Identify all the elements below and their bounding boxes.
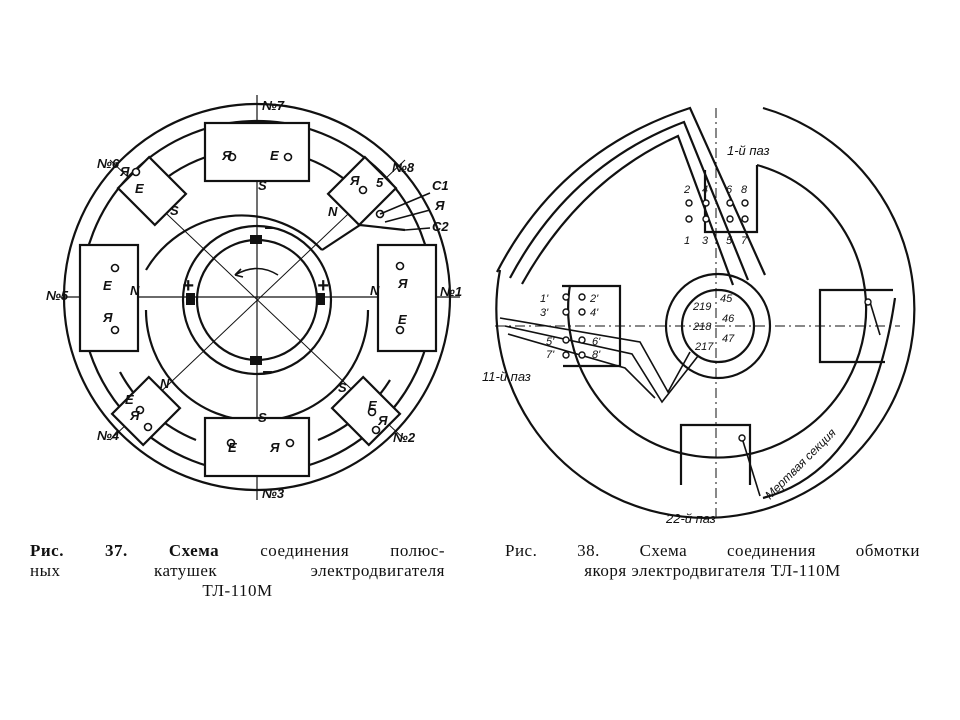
- pole-letter: S: [258, 410, 267, 425]
- armature-outer-arc: [495, 106, 916, 519]
- pole-letter: S: [258, 178, 267, 193]
- slot-11-label: 11-й паз: [482, 369, 531, 384]
- brush-bottom: [250, 356, 262, 365]
- fig37-caption-bold-word: Схема: [168, 541, 220, 560]
- coil-label: Я: [221, 148, 232, 163]
- coil-label: E: [135, 181, 144, 196]
- pole-number-3: №3: [262, 486, 285, 501]
- slot-number: 1: [684, 235, 690, 247]
- coil-7: [203, 121, 311, 183]
- slot-number: 8: [741, 184, 748, 196]
- plus-sign: +: [182, 275, 194, 297]
- coil-4: [110, 375, 182, 447]
- coil-label: Я: [397, 276, 408, 291]
- coil-3: [203, 416, 311, 478]
- coil-label: Я: [102, 310, 113, 325]
- fig37-caption-line1-text: соединения полюс-: [260, 541, 446, 560]
- coil-label: E: [125, 392, 134, 407]
- fig37-caption-line3: ТЛ-110М: [202, 581, 273, 600]
- fig37-caption-line1: Рис. 37. Схема соединения полюс-: [30, 541, 445, 561]
- pole-letter: S: [170, 203, 179, 218]
- fig38-diagram: [495, 106, 916, 520]
- fig37-caption-label: Рис. 37.: [30, 541, 128, 560]
- fig37-caption-line2: ных катушек электродвигателя: [30, 561, 445, 580]
- pole-number-6: №6: [97, 156, 120, 171]
- fig38-caption-line1: Рис. 38. Схема соединения обмотки: [505, 541, 920, 560]
- brush-left: [186, 293, 195, 305]
- coil-label: E: [398, 312, 407, 327]
- pole-number-2: №2: [393, 430, 416, 445]
- slot-22-notch: [679, 423, 752, 485]
- slot-number: 5': [546, 336, 555, 348]
- slot-number: 1': [540, 293, 549, 305]
- commutator-segment-number: 217: [694, 341, 714, 353]
- slot-number: 2': [589, 293, 599, 305]
- slot-number: 7': [546, 349, 555, 361]
- slot-number: 7: [741, 235, 748, 247]
- slot-number: 6: [726, 184, 733, 196]
- coil-label: Я: [377, 413, 388, 428]
- pole-number-4: №4: [97, 428, 120, 443]
- fig38-caption-line2: якоря электродвигателя ТЛ-110М: [584, 561, 841, 580]
- pole-letter: N: [130, 283, 140, 298]
- coil-label: Я: [129, 408, 140, 423]
- coil-label: E: [270, 148, 279, 163]
- minus-sign: −: [264, 218, 275, 238]
- slot-number: 4': [590, 307, 599, 319]
- fig38-labels: 1-й паз 11-й паз 22-й паз Мертвая секция…: [482, 143, 839, 526]
- terminal-ya: Я: [434, 198, 445, 213]
- brush-ring-upper: [145, 214, 323, 271]
- fig38-caption: Рис. 38. Схема соединения обмотки якоря …: [505, 541, 920, 581]
- fig37-caption: Рис. 37. Схема соединения полюс- ных кат…: [30, 541, 445, 601]
- slot-number: 6': [592, 336, 601, 348]
- pole-number-7: №7: [262, 98, 285, 113]
- dead-section-label: Мертвая секция: [762, 425, 839, 502]
- coil-label: 5: [376, 175, 384, 190]
- coil-label: E: [103, 278, 112, 293]
- commutator-segment-number: 47: [722, 333, 735, 345]
- coil-label: E: [228, 440, 237, 455]
- terminal-c1: C1: [432, 178, 449, 193]
- pole-number-8: №8: [392, 160, 415, 175]
- pole-letter: N: [160, 376, 170, 391]
- coil-label: Я: [269, 440, 280, 455]
- commutator-segment-number: 218: [692, 321, 712, 333]
- slot-number: 8': [592, 349, 601, 361]
- fig37-labels: №7 №8 №6 №5 №1 №4 №2 №3 C1 Я C2 Я E S E …: [46, 98, 462, 501]
- pole-letter: N: [370, 283, 380, 298]
- coil-5: [78, 243, 140, 353]
- fig37-diagram: [60, 95, 460, 500]
- coil-label: Я: [119, 164, 130, 179]
- coil-label: E: [368, 398, 377, 413]
- coil-2: [330, 375, 402, 447]
- slot-number: 3': [540, 307, 549, 319]
- commutator-segment-number: 45: [720, 293, 733, 305]
- brush-right: [316, 293, 325, 305]
- slot-number: 4: [702, 184, 708, 196]
- minus-sign: −: [262, 362, 273, 382]
- terminal-c2: C2: [432, 219, 449, 234]
- slot-number: 3: [702, 235, 709, 247]
- slot-1-label: 1-й паз: [727, 143, 770, 158]
- commutator-segment-number: 219: [692, 301, 711, 313]
- pole-letter: S: [338, 380, 347, 395]
- dead-section-strip: [762, 297, 897, 500]
- plus-sign: +: [317, 275, 329, 297]
- pole-number-5: №5: [46, 288, 69, 303]
- slot-number: 5: [726, 235, 733, 247]
- coil-1: [376, 243, 438, 353]
- slot-number: 2: [683, 184, 690, 196]
- commutator-segment-number: 46: [722, 313, 735, 325]
- pole-number-1: №1: [440, 284, 462, 299]
- brush-top: [250, 235, 262, 244]
- pole-letter: N: [328, 204, 338, 219]
- coil-label: Я: [349, 173, 360, 188]
- slot-22-label: 22-й паз: [665, 511, 716, 526]
